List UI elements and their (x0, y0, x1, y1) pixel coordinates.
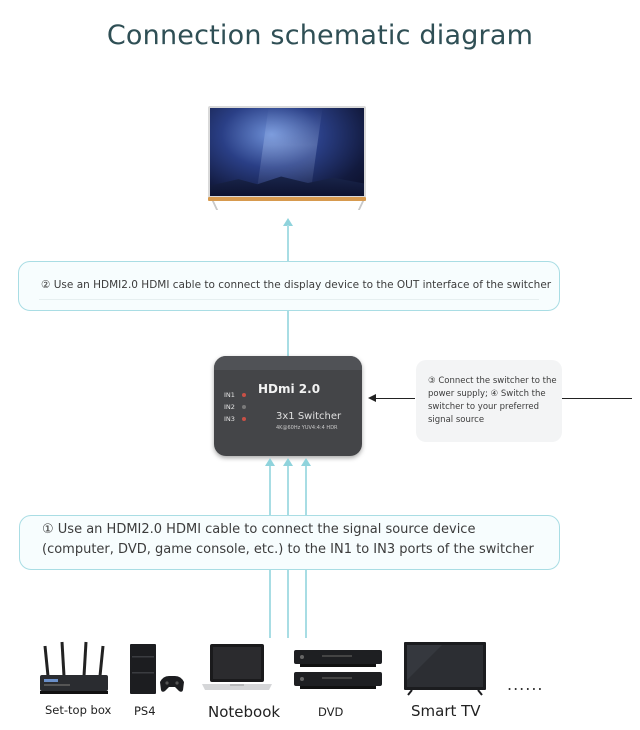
step3-line: switcher to your preferred (428, 402, 540, 412)
cable-line-src1 (269, 570, 271, 638)
output-tv-icon (208, 106, 366, 210)
more-devices-ellipsis: ...... (507, 675, 544, 694)
cable-line-src3 (305, 570, 307, 638)
step3-line: power supply; ④ Switch the (428, 389, 546, 399)
arrow-up-in2 (283, 458, 293, 466)
dvd-player-icon (294, 650, 382, 689)
switcher-input-label: IN3 (224, 415, 235, 423)
ps4-console-icon (130, 644, 184, 694)
step1-line2: (computer, DVD, game console, etc.) to t… (42, 542, 534, 557)
led-indicator-icon (242, 417, 246, 421)
diagram-title: Connection schematic diagram (106, 20, 534, 51)
step2-instruction-box: ② Use an HDMI2.0 HDMI cable to connect t… (18, 261, 560, 311)
switcher-brand: HDmi 2.0 (258, 382, 321, 396)
cable-line-in3 (305, 466, 307, 515)
arrow-up-to-tv (283, 218, 293, 226)
switcher-input-label: IN2 (224, 403, 235, 411)
device-label-smart-tv: Smart TV (411, 702, 481, 720)
led-indicator-icon (242, 405, 246, 409)
step2-text: ② Use an HDMI2.0 HDMI cable to connect t… (41, 279, 552, 291)
led-indicator-icon (242, 393, 246, 397)
set-top-box-icon (40, 641, 108, 694)
device-label-ps4: PS4 (134, 704, 156, 718)
switcher-subtitle: 4K@60Hz YUV4:4:4 HDR (276, 425, 338, 431)
arrow-up-in3 (301, 458, 311, 466)
notebook-laptop-icon (202, 644, 272, 690)
arrow-up-in1 (265, 458, 275, 466)
step3-line: ③ Connect the switcher to the (428, 376, 557, 386)
device-label-notebook: Notebook (208, 703, 281, 721)
smart-tv-icon (404, 642, 486, 696)
cable-line-out (287, 225, 289, 261)
step3-instruction-box: ③ Connect the switcher to the power supp… (416, 360, 562, 442)
device-label-dvd: DVD (318, 705, 344, 719)
hdmi-switcher: HDmi 2.0 IN1 IN2 IN3 3x1 Switcher 4K@60H… (214, 356, 362, 456)
cable-line-out-lower (287, 311, 289, 356)
device-label-set-top-box: Set-top box (45, 703, 112, 717)
power-line-outer (562, 398, 632, 399)
switcher-input-label: IN1 (224, 391, 235, 399)
switcher-model: 3x1 Switcher (276, 411, 342, 422)
step1-instruction-box: ① Use an HDMI2.0 HDMI cable to connect t… (19, 515, 560, 570)
cable-line-src2 (287, 570, 289, 638)
cable-line-in2 (287, 466, 289, 515)
step3-line: signal source (428, 415, 485, 425)
cable-line-in1 (269, 466, 271, 515)
power-line (371, 398, 415, 399)
step1-line1: ① Use an HDMI2.0 HDMI cable to connect t… (42, 522, 476, 537)
